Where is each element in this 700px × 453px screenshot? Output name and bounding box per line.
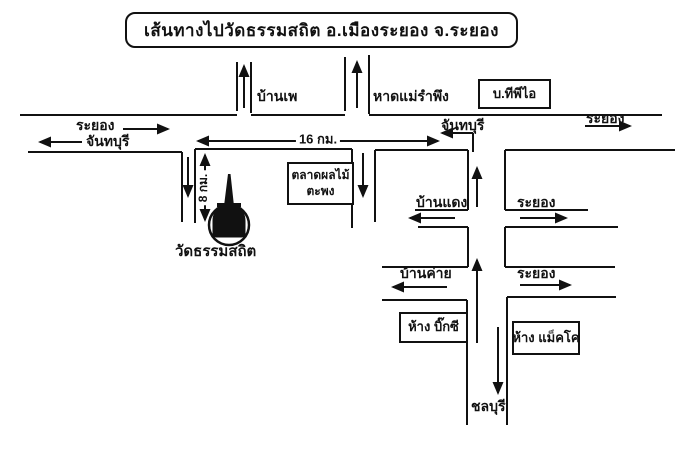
tpi-box-text: บ.ทีพีไอ <box>492 85 537 101</box>
makro-box-text: ห้าง แม็คโค <box>512 329 580 345</box>
rayong-lower-label: ระยอง <box>517 265 556 281</box>
road-lines-group <box>20 55 675 425</box>
distance-16km-label: 16 กม. <box>295 132 341 148</box>
bigc-box: ห้าง บิ๊กซี <box>399 312 468 343</box>
tpi-box: บ.ทีพีไอ <box>478 79 551 109</box>
ramphueng-label: หาดแม่รำพึง <box>373 88 449 104</box>
distance-8km-label: 8 กม. <box>196 170 211 206</box>
banphe-label: บ้านเพ <box>257 88 298 104</box>
rayong-northeast-label: ระยอง <box>586 110 625 126</box>
taphong-market-box-text: ตะพง <box>306 183 335 198</box>
taphong-market-box: ตลาดผลไม้ตะพง <box>287 162 354 205</box>
makro-box: ห้าง แม็คโค <box>512 321 580 355</box>
map-title: เส้นทางไปวัดธรรมสถิต อ.เมืองระยอง จ.ระยอ… <box>125 12 518 48</box>
taphong-market-box-text: ตลาดผลไม้ <box>291 167 350 182</box>
bandaeng-label: บ้านแดง <box>416 194 468 210</box>
rayong-mid-label: ระยอง <box>517 194 556 210</box>
rayong-west-label: ระยอง <box>76 117 115 133</box>
chonburi-label: ชลบุรี <box>471 398 506 414</box>
chanthaburi-north-label: จันทบุรี <box>441 117 485 133</box>
map-title-text: เส้นทางไปวัดธรรมสถิต อ.เมืองระยอง จ.ระยอ… <box>144 20 499 40</box>
temple-icon <box>207 174 251 247</box>
chanthaburi-west-label: จันทบุรี <box>86 133 130 149</box>
temple-label: วัดธรรมสถิต <box>175 243 257 260</box>
bankhai-label: บ้านค่าย <box>400 265 452 281</box>
bigc-box-text: ห้าง บิ๊กซี <box>408 319 459 335</box>
